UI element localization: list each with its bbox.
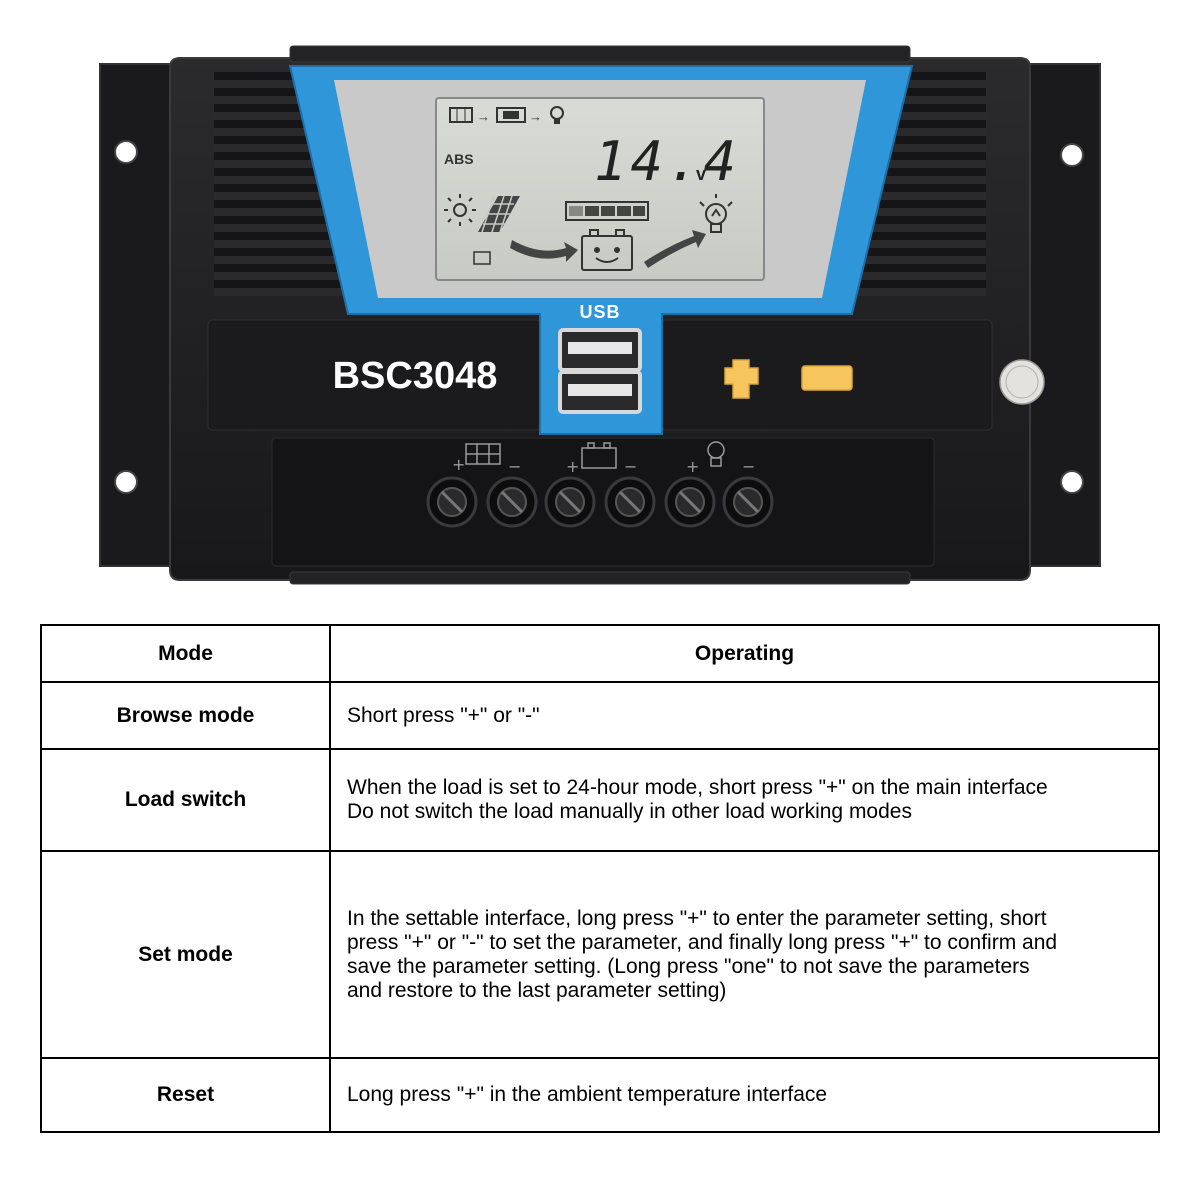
qc-sticker <box>999 359 1045 405</box>
operating-cell: Short press "+" or "-" <box>329 681 1160 750</box>
mounting-hole-icon <box>1060 143 1084 167</box>
mounting-hole-icon <box>1060 470 1084 494</box>
table-row: Set mode In the settable interface, long… <box>40 850 1160 1059</box>
svg-text:−: − <box>742 457 755 476</box>
operating-line: In the settable interface, long press "+… <box>347 906 1047 930</box>
plus-button[interactable] <box>724 359 759 399</box>
left-mounting-flange <box>99 63 171 567</box>
svg-text:+: + <box>452 455 465 474</box>
happy-battery-icon <box>581 229 633 271</box>
usb-port-1[interactable] <box>558 328 642 372</box>
terminal-screw-solar-minus[interactable] <box>486 476 538 528</box>
lcd-small-battery-icon <box>473 251 491 265</box>
mode-cell: Reset <box>40 1057 331 1133</box>
right-mounting-flange <box>1029 63 1101 567</box>
svg-text:−: − <box>508 457 521 476</box>
usb-port-2[interactable] <box>558 370 642 414</box>
terminal-screw-load-plus[interactable] <box>664 476 716 528</box>
lcd-screen: → → ABS 14.4 v <box>435 97 765 281</box>
operating-modes-table: Mode Operating Browse mode Short press "… <box>40 624 1160 1133</box>
terminal-screw-battery-minus[interactable] <box>604 476 656 528</box>
table-row: Reset Long press "+" in the ambient temp… <box>40 1057 1160 1133</box>
operating-line: When the load is set to 24-hour mode, sh… <box>347 776 1048 799</box>
table-row: Load switch When the load is set to 24-h… <box>40 748 1160 852</box>
operating-cell: Long press "+" in the ambient temperatur… <box>329 1057 1160 1133</box>
header-operating: Operating <box>329 624 1160 683</box>
table-header-row: Mode Operating <box>40 624 1160 683</box>
svg-text:→: → <box>529 109 542 124</box>
terminal-screw-solar-plus[interactable] <box>426 476 478 528</box>
usb-label: USB <box>579 302 620 322</box>
terminal-screw-load-minus[interactable] <box>722 476 774 528</box>
svg-text:+: + <box>686 457 699 476</box>
minus-button[interactable] <box>801 365 853 391</box>
operating-line: Short press "+" or "-" <box>347 703 540 727</box>
lightbulb-icon: + − <box>686 441 755 476</box>
operating-cell: When the load is set to 24-hour mode, sh… <box>329 748 1160 852</box>
operating-line: and restore to the last parameter settin… <box>347 978 727 1002</box>
lcd-solar-panel-icon <box>478 195 520 233</box>
mode-cell: Set mode <box>40 850 331 1059</box>
battery-icon: + − <box>566 442 637 476</box>
svg-text:→: → <box>477 109 490 124</box>
lcd-voltage-value: 14.4 <box>594 130 740 193</box>
operating-line: save the parameter setting. (Long press … <box>347 954 1030 978</box>
flow-bulb-icon <box>550 106 564 124</box>
mounting-hole-icon <box>114 140 138 164</box>
charge-arrow-icon <box>510 240 578 262</box>
header-mode: Mode <box>40 624 331 683</box>
mode-cell: Load switch <box>40 748 331 852</box>
lcd-bulb-icon <box>699 194 733 233</box>
operating-line: press "+" or "-" to set the parameter, a… <box>347 930 1058 954</box>
terminal-block <box>271 437 935 567</box>
solar-panel-icon: + − <box>452 443 521 476</box>
model-name: BSC3048 <box>333 355 498 397</box>
operating-cell: In the settable interface, long press "+… <box>329 850 1160 1059</box>
solar-charge-controller: → → ABS 14.4 v <box>99 45 1101 585</box>
flow-solar-icon <box>449 107 473 123</box>
table-row: Browse mode Short press "+" or "-" <box>40 681 1160 750</box>
mode-cell: Browse mode <box>40 681 331 750</box>
svg-text:+: + <box>566 457 579 476</box>
discharge-arrow-icon <box>644 230 706 268</box>
lcd-status-label: ABS <box>444 151 474 167</box>
mounting-hole-icon <box>114 470 138 494</box>
terminal-screw-battery-plus[interactable] <box>544 476 596 528</box>
svg-text:−: − <box>624 457 637 476</box>
lcd-voltage-unit: v <box>696 164 706 184</box>
operating-line: Do not switch the load manually in other… <box>347 800 912 823</box>
battery-level-bars <box>565 201 649 221</box>
operating-line: Long press "+" in the ambient temperatur… <box>347 1083 828 1106</box>
sun-icon <box>444 194 476 226</box>
flow-battery-icon <box>496 107 526 123</box>
